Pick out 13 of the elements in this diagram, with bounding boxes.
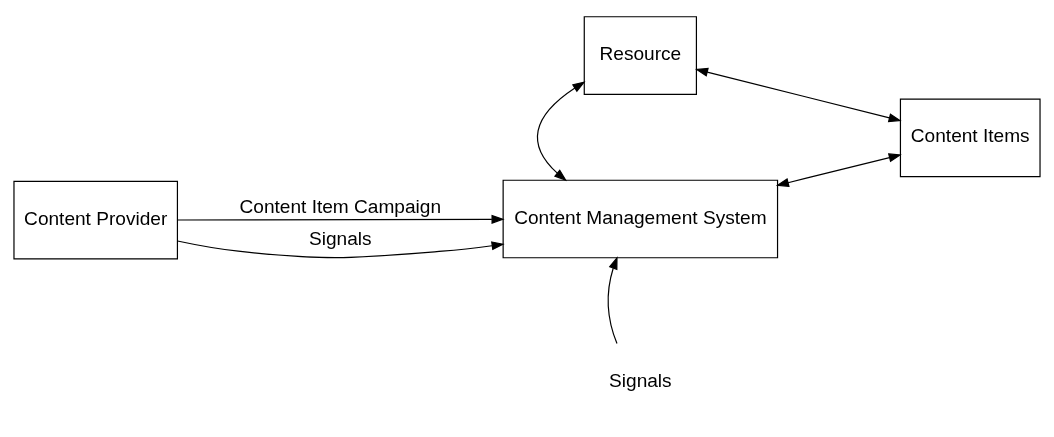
edge-label: Signals bbox=[308, 227, 372, 249]
arrow bbox=[607, 255, 618, 344]
node-text: Signals bbox=[609, 369, 672, 391]
node-box: Content Provider bbox=[13, 180, 179, 260]
arrow bbox=[176, 214, 505, 224]
arrow bbox=[536, 80, 586, 181]
edge-label: Content Item Campaign bbox=[239, 195, 442, 217]
arrow bbox=[176, 239, 505, 258]
node-box: Content Management System bbox=[502, 179, 779, 258]
arrow bbox=[694, 67, 902, 122]
node-box: Content Items bbox=[899, 98, 1041, 177]
node-box: Resource bbox=[583, 15, 697, 95]
arrow bbox=[775, 152, 902, 187]
